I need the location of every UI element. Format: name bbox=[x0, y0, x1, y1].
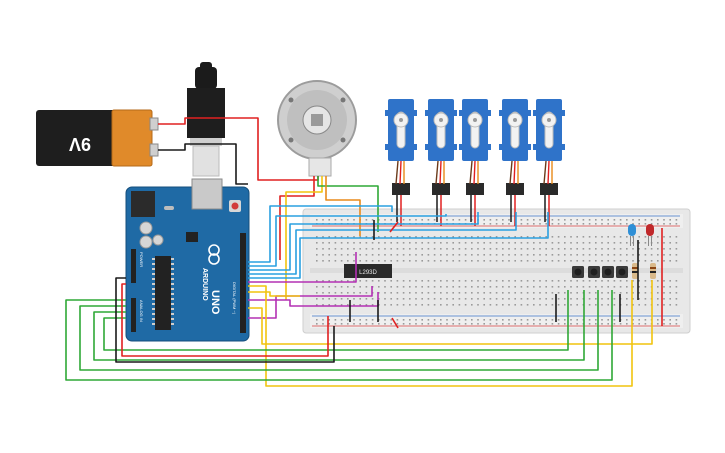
servo-5[interactable] bbox=[533, 99, 565, 226]
motor-driver-label: L293D bbox=[359, 270, 377, 276]
push-button-4[interactable] bbox=[616, 266, 628, 278]
wire-yellow-3 bbox=[248, 280, 653, 345]
arduino-uno[interactable]: ARDUINO UNO DIGITAL (PWM ~) POWER ANALOG… bbox=[125, 178, 250, 342]
digital-header bbox=[240, 233, 246, 333]
breadboard[interactable] bbox=[302, 208, 691, 334]
battery-9v[interactable]: 9V bbox=[36, 109, 159, 167]
wire-blue-1 bbox=[248, 205, 393, 263]
servo-3[interactable] bbox=[459, 99, 491, 226]
push-button-1[interactable] bbox=[572, 266, 584, 278]
usb-port bbox=[191, 178, 223, 210]
dc-barrel-plug bbox=[187, 62, 225, 177]
servo-group bbox=[385, 99, 565, 226]
servo-2[interactable] bbox=[425, 99, 457, 226]
servo-1[interactable] bbox=[385, 99, 417, 226]
wire-black-ground bbox=[115, 277, 335, 363]
wire-blue-3 bbox=[248, 212, 479, 271]
wire-green-3 bbox=[93, 290, 585, 361]
wire-motor-yellow bbox=[285, 176, 323, 300]
jumper-red-1 bbox=[389, 221, 399, 233]
wire-blue-4 bbox=[248, 212, 517, 275]
push-button-group bbox=[572, 266, 628, 278]
battery-label: 9V bbox=[69, 134, 91, 154]
dc-jack bbox=[131, 191, 155, 217]
resistor-2 bbox=[650, 263, 656, 279]
jumper-red-2 bbox=[391, 317, 399, 329]
power-header bbox=[131, 249, 136, 283]
power-header-label: POWER bbox=[139, 252, 144, 267]
wires bbox=[65, 117, 663, 387]
digital-header-label: DIGITAL (PWM ~) bbox=[232, 282, 237, 315]
wire-yellow-1 bbox=[248, 280, 633, 387]
wire-battery-black bbox=[158, 143, 248, 185]
motor-driver-ic[interactable]: L293D bbox=[344, 264, 392, 278]
atmega-chip bbox=[155, 256, 171, 330]
wire-motor-orange bbox=[325, 176, 361, 236]
wire-motor-green bbox=[317, 176, 379, 232]
analog-header bbox=[131, 298, 136, 332]
arduino-logo bbox=[208, 244, 220, 265]
analog-header-label: ANALOG IN bbox=[139, 300, 144, 322]
arduino-model-label: UNO bbox=[209, 290, 221, 315]
red-led bbox=[646, 224, 654, 246]
wire-red-vcc bbox=[121, 283, 329, 357]
arduino-brand-label: ARDUINO bbox=[201, 268, 208, 301]
blue-led bbox=[628, 224, 636, 246]
wire-motor-red bbox=[279, 176, 315, 260]
wire-blue-2 bbox=[248, 214, 447, 267]
wire-blue-5 bbox=[248, 212, 549, 279]
atmega-pins bbox=[152, 258, 174, 325]
push-button-3[interactable] bbox=[602, 266, 614, 278]
wire-yellow-2 bbox=[248, 291, 300, 297]
wire-green-2 bbox=[79, 290, 599, 371]
wire-green-4 bbox=[103, 290, 569, 351]
wire-green-1 bbox=[65, 290, 613, 381]
resistor-1 bbox=[632, 263, 638, 279]
push-button-2[interactable] bbox=[588, 266, 600, 278]
wire-magenta-1 bbox=[248, 252, 357, 283]
servo-4[interactable] bbox=[499, 99, 531, 226]
led-group bbox=[628, 224, 654, 246]
dc-motor[interactable] bbox=[277, 80, 357, 177]
